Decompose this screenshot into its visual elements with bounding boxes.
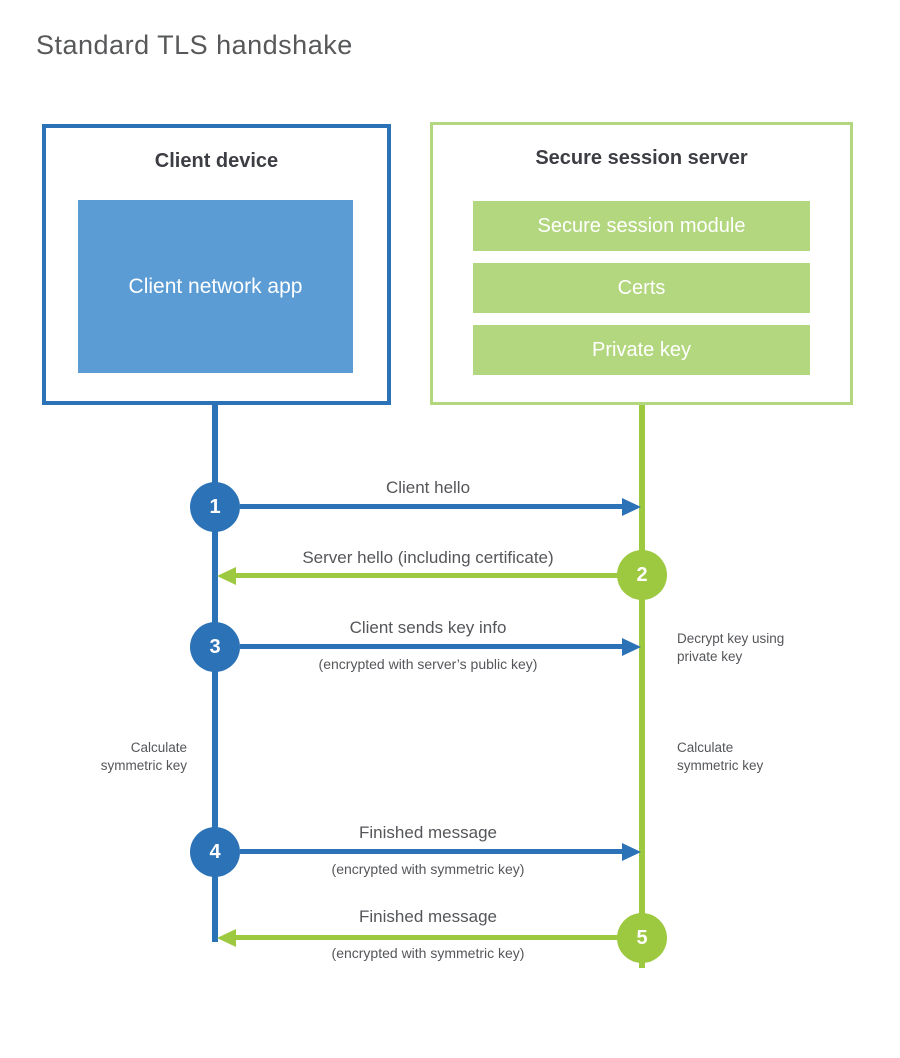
arrowhead-right-icon	[622, 498, 641, 516]
label-client-hello: Client hello	[385, 478, 471, 497]
step-2-badge: 2	[617, 550, 667, 600]
arrow-client-hello	[240, 504, 624, 509]
step-5-number: 5	[636, 926, 648, 949]
page-title: Standard TLS handshake	[36, 30, 353, 60]
arrow-finished-server	[236, 935, 621, 940]
note-client-calculate-symmetric-key: Calculate symmetric key	[100, 740, 187, 773]
note-server-calculate-symmetric-key: Calculate symmetric key	[677, 740, 764, 773]
client-device-title: Client device	[154, 150, 279, 172]
step-3-number: 3	[209, 635, 221, 658]
secure-session-server-box: Secure session server Secure session mod…	[430, 122, 853, 405]
label-finished-server: Finished message	[359, 907, 497, 926]
arrow-client-key-info	[240, 644, 624, 649]
step-4-number: 4	[209, 840, 221, 863]
step-1-badge: 1	[190, 482, 240, 532]
sublabel-client-key-info: (encrypted with server’s public key)	[318, 656, 538, 672]
client-network-app-label: Client network app	[128, 275, 303, 298]
arrowhead-right-icon	[622, 638, 641, 656]
server-module-secure-session: Secure session module	[473, 201, 810, 251]
secure-session-server-title: Secure session server	[535, 147, 748, 169]
arrow-finished-client	[240, 849, 624, 854]
step-4-badge: 4	[190, 827, 240, 877]
sublabel-finished-client: (encrypted with symmetric key)	[331, 861, 525, 877]
server-module-certs: Certs	[473, 263, 810, 313]
server-module-private-key: Private key	[473, 325, 810, 375]
step-5-badge: 5	[617, 913, 667, 963]
step-3-badge: 3	[190, 622, 240, 672]
step-1-number: 1	[209, 495, 221, 518]
step-2-number: 2	[636, 563, 648, 586]
label-client-key-info: Client sends key info	[349, 618, 507, 637]
note-server-decrypt-key: Decrypt key using private key	[677, 631, 785, 664]
sublabel-finished-server: (encrypted with symmetric key)	[331, 945, 525, 961]
client-device-box: Client device Client network app	[42, 124, 391, 405]
client-network-app-box: Client network app	[78, 200, 353, 373]
arrow-server-hello	[236, 573, 621, 578]
label-finished-client: Finished message	[359, 823, 497, 842]
arrowhead-right-icon	[622, 843, 641, 861]
label-server-hello: Server hello (including certificate)	[302, 548, 554, 567]
arrowhead-left-icon	[217, 567, 236, 585]
server-lifeline	[639, 405, 645, 968]
arrowhead-left-icon	[217, 929, 236, 947]
client-lifeline	[212, 405, 218, 942]
